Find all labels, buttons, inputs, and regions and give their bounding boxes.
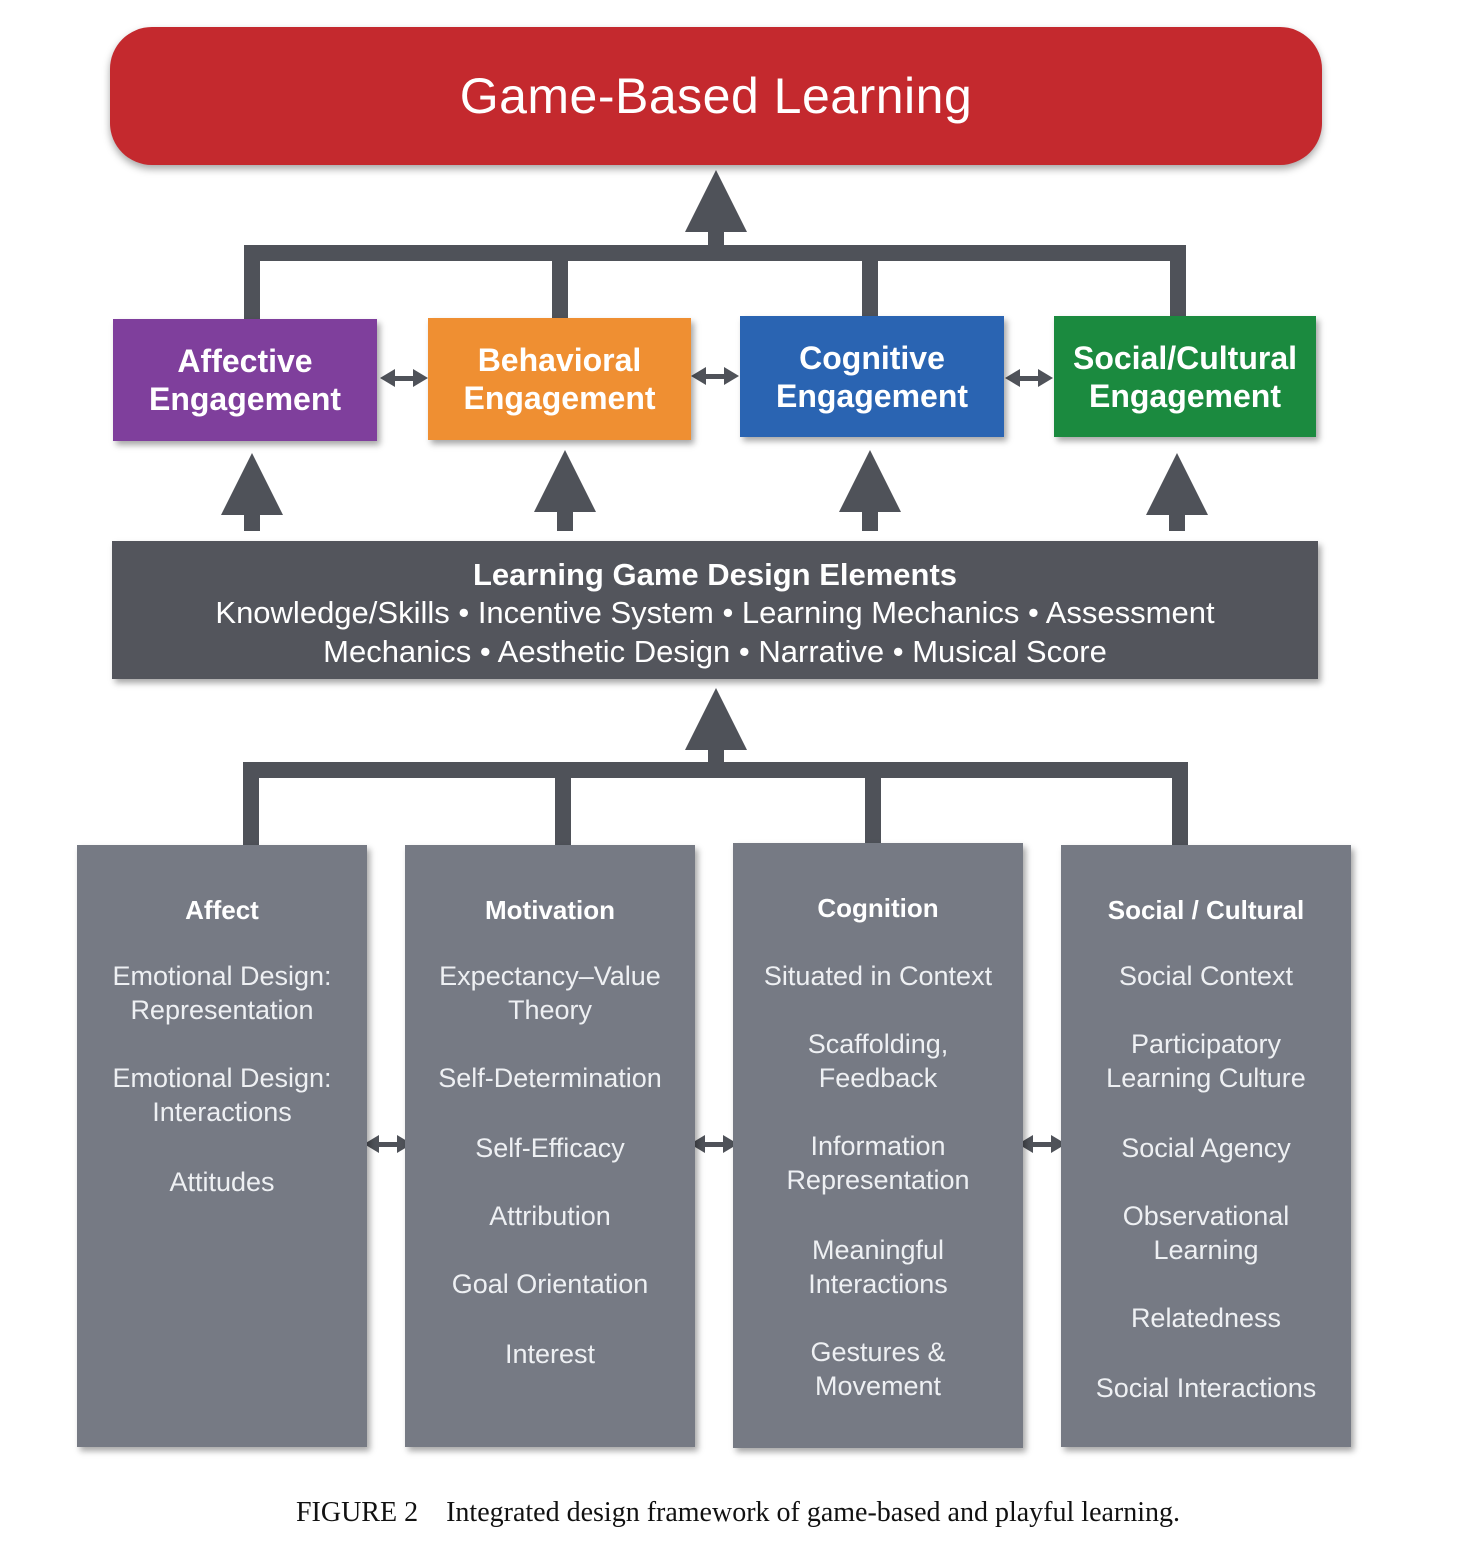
social-cultural-item: Social Context xyxy=(1118,961,1294,991)
affective-engagement-line1: Affective xyxy=(177,343,313,379)
affect-item: Attitudes xyxy=(169,1167,275,1197)
motivation-column-title: Motivation xyxy=(485,895,615,925)
behavioral-engagement-line1: Behavioral xyxy=(477,342,642,378)
cognition-column-title: Cognition xyxy=(817,893,939,923)
motivation-item: Self-Determination xyxy=(438,1063,662,1093)
motivation-item: Self-Efficacy xyxy=(475,1133,625,1163)
social-cultural-engagement-box: Social/Cultural Engagement xyxy=(1054,316,1316,437)
motivation-item: Attribution xyxy=(489,1201,611,1231)
bracket-top-horizontal xyxy=(244,245,1186,261)
arrow-up-cognitive xyxy=(839,450,901,512)
cognition-item: Gestures &Movement xyxy=(810,1337,946,1401)
bracket-bottom-drop-3 xyxy=(865,762,881,846)
social-cultural-item: Social Interactions xyxy=(1095,1373,1317,1403)
bracket-top-drop-1 xyxy=(244,245,260,320)
social-cultural-column-title: Social / Cultural xyxy=(1107,895,1305,925)
affect-item: Emotional Design:Interactions xyxy=(112,1063,332,1127)
cognitive-engagement-line2: Engagement xyxy=(775,377,969,414)
double-arrow-engagement-1 xyxy=(380,369,428,387)
bracket-top-drop-3 xyxy=(862,245,878,317)
arrow-up-to-game-based-learning xyxy=(685,170,747,232)
social-cultural-item: Relatedness xyxy=(1130,1303,1282,1333)
affect-item: Emotional Design:Representation xyxy=(112,961,332,1025)
figure-caption: FIGURE 2 Integrated design framework of … xyxy=(0,1497,1476,1529)
motivation-item: Interest xyxy=(504,1339,596,1369)
arrow-up-to-design-elements xyxy=(685,688,747,750)
affective-engagement-line2: Engagement xyxy=(148,381,342,417)
design-elements-box: Learning Game Design Elements Knowledge/… xyxy=(112,541,1318,679)
double-arrow-foundation-3 xyxy=(1018,1135,1066,1153)
double-arrow-foundation-1 xyxy=(364,1135,412,1153)
motivation-item: Goal Orientation xyxy=(451,1269,649,1299)
social-cultural-column: Social / Cultural Social Context Partici… xyxy=(1061,845,1351,1447)
cognitive-engagement-line1: Cognitive xyxy=(799,339,945,376)
figure-caption-label: FIGURE 2 xyxy=(295,1497,419,1528)
bracket-bottom-drop-4 xyxy=(1172,762,1188,846)
social-cultural-engagement-line1: Social/Cultural xyxy=(1072,339,1298,376)
arrow-up-behavioral xyxy=(534,450,596,512)
bracket-bottom-horizontal xyxy=(243,762,1188,778)
cognitive-engagement-box: Cognitive Engagement xyxy=(740,316,1004,437)
social-cultural-item: Social Agency xyxy=(1121,1133,1291,1163)
affect-column: Affect Emotional Design:Representation E… xyxy=(77,845,367,1447)
game-based-learning-banner: Game-Based Learning xyxy=(110,27,1322,165)
bracket-top-drop-2 xyxy=(552,245,568,320)
social-cultural-engagement-line2: Engagement xyxy=(1088,377,1281,414)
affect-column-title: Affect xyxy=(185,895,259,925)
bracket-bottom-drop-2 xyxy=(555,762,571,846)
arrow-up-social-cultural xyxy=(1146,453,1208,515)
arrow-up-affective xyxy=(221,453,283,515)
cognition-item: Scaffolding,Feedback xyxy=(807,1029,949,1093)
bracket-bottom-drop-1 xyxy=(243,762,259,846)
game-based-learning-title: Game-Based Learning xyxy=(459,68,973,124)
figure-caption-text: Integrated design framework of game-base… xyxy=(446,1497,1181,1528)
design-elements-line1: Knowledge/Skills • Incentive System • Le… xyxy=(215,595,1215,630)
bracket-top-drop-4 xyxy=(1170,245,1186,317)
design-elements-title: Learning Game Design Elements xyxy=(472,557,958,592)
behavioral-engagement-box: Behavioral Engagement xyxy=(428,318,691,440)
double-arrow-engagement-2 xyxy=(691,367,739,385)
behavioral-engagement-line2: Engagement xyxy=(463,380,656,416)
design-elements-line2: Mechanics • Aesthetic Design • Narrative… xyxy=(323,634,1107,669)
cognition-item: Situated in Context xyxy=(763,961,993,991)
cognition-column: Cognition Situated in Context Scaffoldin… xyxy=(733,843,1023,1448)
affective-engagement-box: Affective Engagement xyxy=(113,319,377,441)
double-arrow-foundation-2 xyxy=(690,1135,738,1153)
double-arrow-engagement-3 xyxy=(1005,369,1053,387)
